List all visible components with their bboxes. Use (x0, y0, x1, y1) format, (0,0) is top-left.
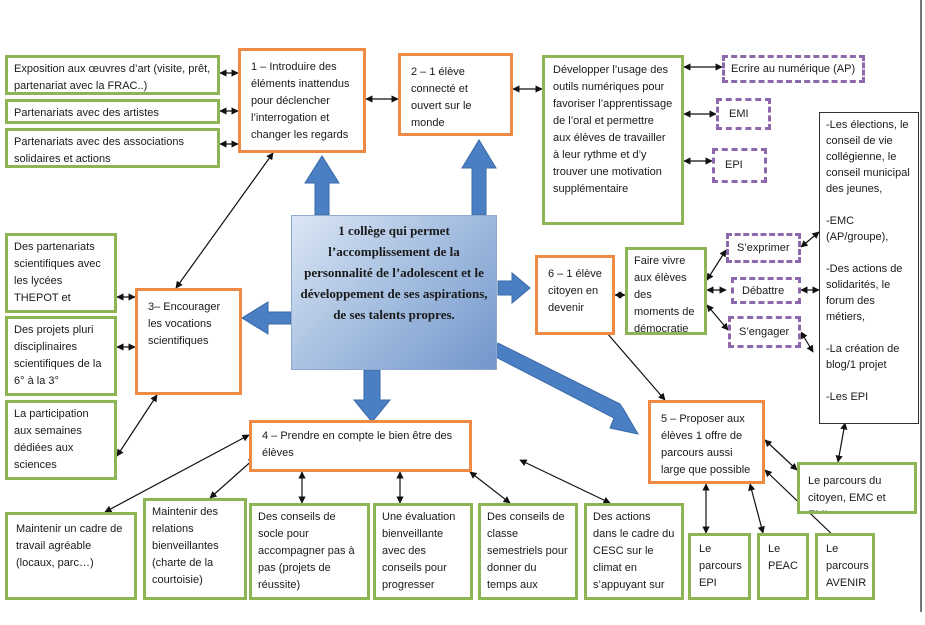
axis-3-box: 3– Encourager les vocations scientifique… (135, 288, 242, 395)
connector-line (800, 331, 814, 353)
kind-evaluation-box: Une évaluation bienveillante avec des co… (373, 503, 473, 600)
arrow-to-axis3 (241, 301, 292, 335)
kind-relations-box: Maintenir des relations bienveillantes (… (143, 498, 247, 600)
connector-line (800, 231, 820, 248)
work-environment-box: Maintenir un cadre de travail agréable (… (5, 512, 137, 600)
connector-line (748, 483, 765, 534)
cesc-actions-box: Des actions dans le cadre du CESC sur le… (584, 503, 684, 600)
connector-line (209, 457, 256, 499)
tag-sexprimer: S’exprimer (726, 233, 801, 263)
digital-tools-box: Développer l’usage des outils numériques… (542, 55, 684, 225)
page-border (920, 0, 922, 612)
arrow-to-axis2 (461, 139, 497, 216)
tag-emi: EMI (716, 98, 771, 130)
connector-line (116, 394, 158, 457)
tag-ecrire-numerique: Ecrire au numérique (AP) (722, 55, 865, 83)
tag-sengager: S’engager (728, 316, 801, 348)
connector-line (175, 152, 274, 289)
central-goal: 1 collège qui permet l’accomplissement d… (291, 215, 497, 370)
parcours-epi-box: Le parcours EPI (688, 533, 751, 600)
connector-line (104, 434, 250, 513)
tag-debattre: Débattre (731, 277, 801, 304)
parcours-citoyen-box: Le parcours du citoyen, EMC et EMI (797, 462, 917, 514)
axis-6-box: 6 – 1 élève citoyen en devenir (535, 255, 615, 335)
parcours-avenir-box: Le parcours AVENIR (815, 533, 875, 600)
connector-line (764, 439, 798, 471)
connector-line (706, 249, 727, 281)
socle-councils-box: Des conseils de socle pour accompagner p… (249, 503, 370, 600)
connector-line (519, 459, 611, 504)
axis-5-box: 5 – Proposer aux élèves 1 offre de parco… (648, 400, 765, 484)
arrow-to-axis5 (491, 342, 640, 435)
connector-line (835, 422, 848, 463)
connector-line (706, 304, 729, 331)
tag-epi: EPI (712, 148, 767, 183)
democracy-box: Faire vivre aux élèves des moments de dé… (625, 247, 707, 335)
parcours-peac-box: Le PEAC (757, 533, 809, 600)
connector-line (599, 324, 666, 401)
axis-1-box: 1 – Introduire des éléments inattendus p… (238, 48, 366, 153)
axis-4-box: 4 – Prendre en compte le bien être des é… (249, 420, 472, 472)
axis-2-box: 2 – 1 élève connecté et ouvert sur le mo… (398, 53, 513, 136)
citizen-actions-list: -Les élections, le conseil de vie collég… (819, 112, 919, 424)
artists-partnership-box: Partenariats avec des artistes (5, 99, 220, 124)
arrow-to-axis6 (497, 271, 531, 305)
science-projects-box: Des projets pluri disciplinaires scienti… (5, 316, 117, 396)
connector-line (469, 471, 511, 504)
science-partnership-box: Des partenariats scientifiques avec les … (5, 233, 117, 313)
class-councils-box: Des conseils de classe semestriels pour … (478, 503, 578, 600)
arrow-to-axis4 (352, 369, 392, 423)
art-exhibition-box: Exposition aux œuvres d’art (visite, prê… (5, 55, 220, 95)
associations-partnership-box: Partenariats avec des associations solid… (5, 128, 220, 168)
science-weeks-box: La participation aux semaines dédiées au… (5, 400, 117, 480)
arrow-to-axis1 (304, 155, 340, 216)
